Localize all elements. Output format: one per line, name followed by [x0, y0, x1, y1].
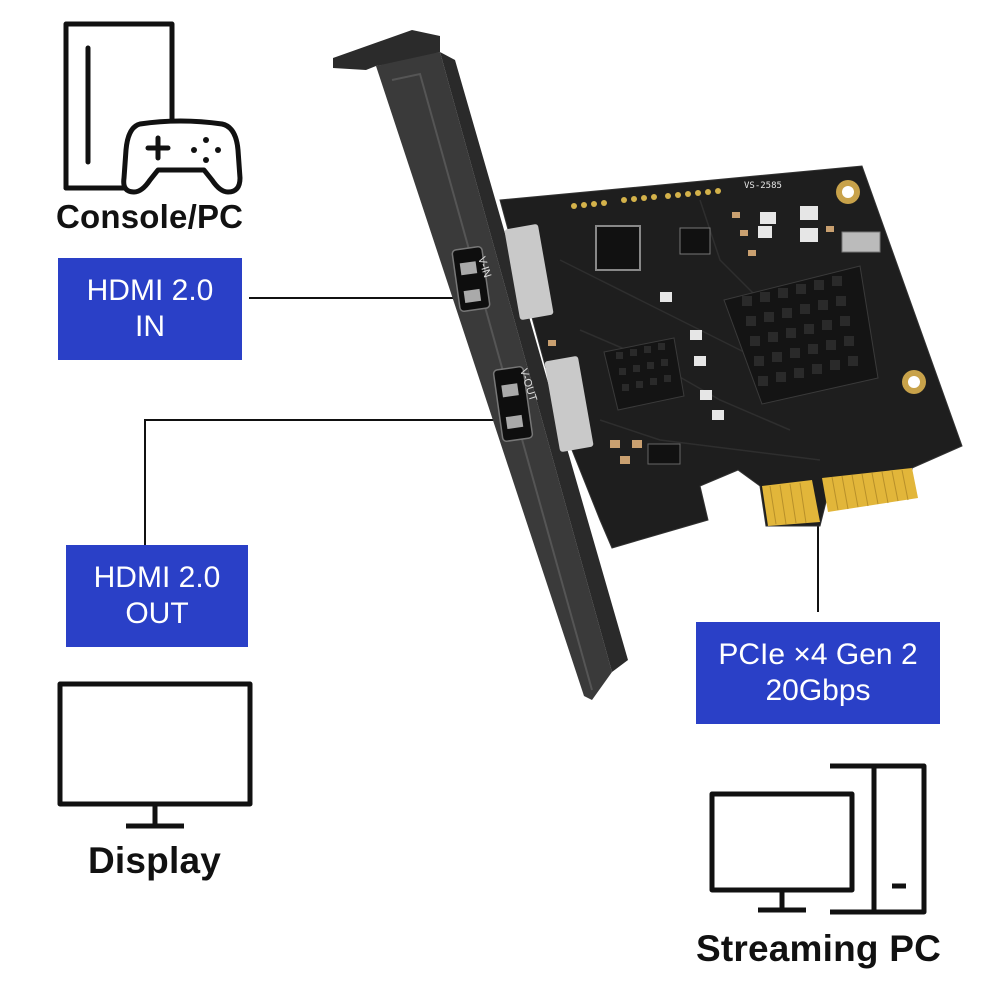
hdmi-out-label: HDMI 2.0 OUT: [66, 545, 248, 647]
hdmi-in-port: [451, 245, 491, 313]
hdmi-out-label-line1: HDMI 2.0: [93, 561, 221, 594]
pcie-label-line2: 20Gbps: [765, 674, 871, 707]
streaming-pc-caption: Streaming PC: [696, 928, 942, 969]
hdmi-out-label-line2: OUT: [125, 597, 189, 630]
pcie-label-line1: PCIe ×4 Gen 2: [718, 638, 918, 671]
large-heatsink: [723, 265, 879, 405]
pcie-label: PCIe ×4 Gen 2 20Gbps: [696, 622, 940, 724]
desktop-pc-icon: [709, 763, 927, 915]
capture-card: V-IN V-OUT VS-2585: [333, 30, 963, 700]
hdmi-in-label-line1: HDMI 2.0: [86, 274, 214, 307]
small-heatsink: [603, 337, 685, 411]
console-pc-icon: [63, 21, 243, 195]
hdmi-in-label: HDMI 2.0 IN: [58, 258, 242, 360]
console-pc-caption: Console/PC: [56, 198, 244, 235]
hdmi-in-label-line2: IN: [135, 310, 165, 343]
connector-lines: [144, 297, 819, 612]
pcie-gold-contacts: [762, 468, 918, 526]
hdmi-out-port: [492, 366, 534, 442]
card-model-label: VS-2585: [744, 181, 782, 191]
monitor-icon: [57, 681, 253, 829]
display-caption: Display: [88, 840, 222, 881]
